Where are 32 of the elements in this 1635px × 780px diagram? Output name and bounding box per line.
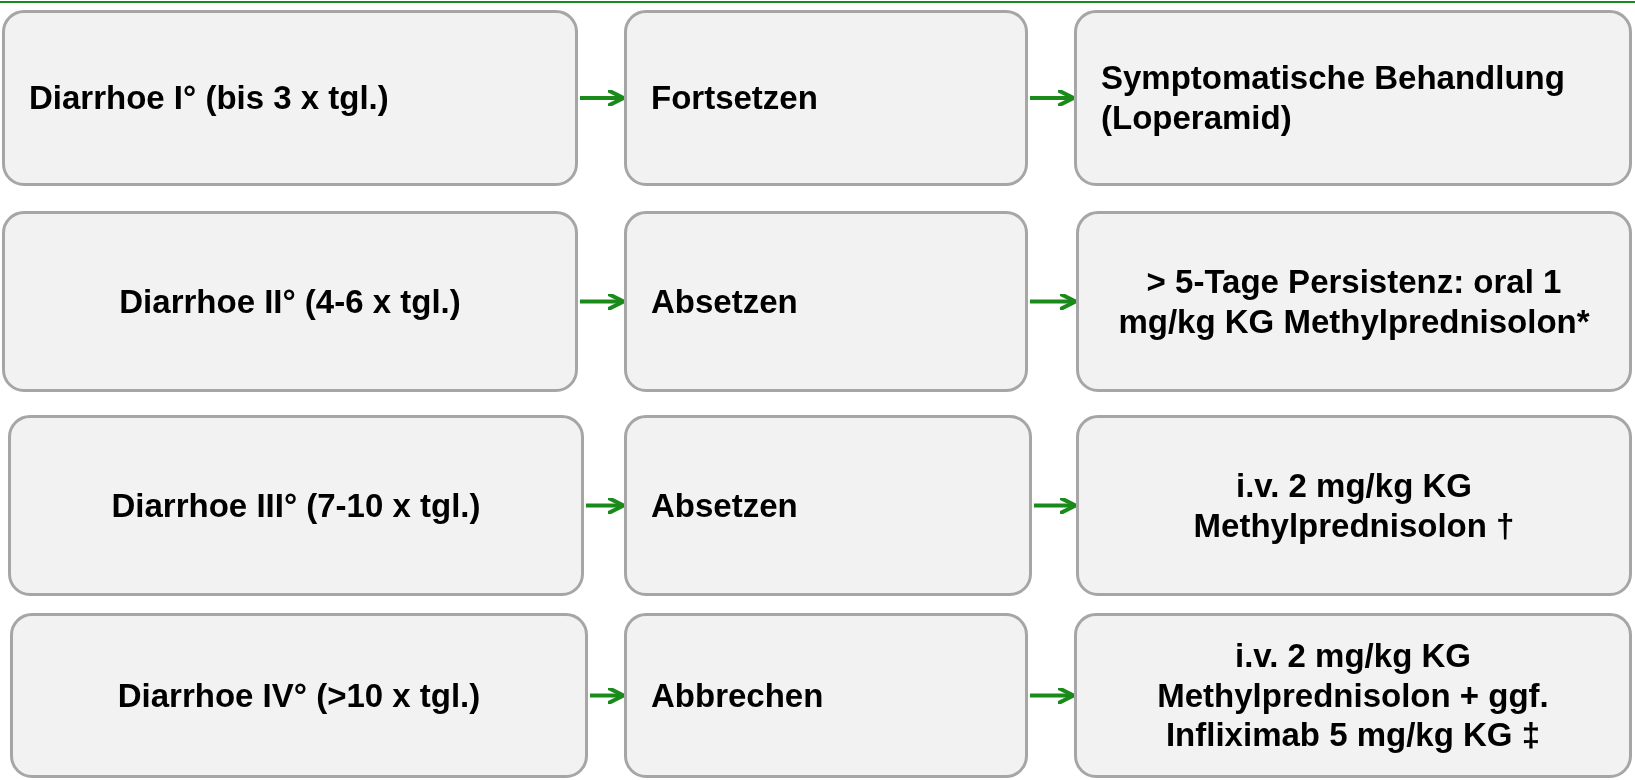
arrow [1030,291,1078,312]
process-box [10,613,588,778]
box-text: Abbrechen [651,675,824,716]
arrow [1030,685,1076,706]
box-text: Diarrhoe II° (4-6 x tgl.) [119,281,461,322]
arrow [586,495,626,516]
box-text: Diarrhoe IV° (>10 x tgl.) [117,675,481,716]
process-box [624,211,1028,392]
arrow [1030,88,1076,108]
process-box [624,415,1032,596]
arrow [580,291,626,312]
box-text: Absetzen [651,281,798,322]
process-box [1076,415,1632,596]
box-text: Absetzen [651,485,798,526]
box-text: i.v. 2 mg/kg KG Methylprednisolon † [1192,465,1516,546]
arrow [580,88,626,108]
box-text: > 5-Tage Persistenz: oral 1 mg/kg KG Methylprednisolon* [1117,261,1591,342]
box-text: Symptomatische Behandlung (Loperamid) [1101,58,1566,138]
box-text: Fortsetzen [651,78,818,118]
arrow [1034,495,1078,516]
process-box [1074,613,1632,778]
process-box [624,613,1028,778]
box-text: Diarrhoe III° (7-10 x tgl.) [111,485,481,526]
process-box [2,211,578,392]
box-text: i.v. 2 mg/kg KG Methylprednisolon + ggf. Infliximab 5 mg/kg KG ‡ [1156,636,1550,755]
box-text: Diarrhoe I° (bis 3 x tgl.) [29,78,389,118]
process-box [1076,211,1632,392]
process-box [2,10,578,186]
process-box [624,10,1028,186]
process-box [8,415,584,596]
arrow [590,685,626,706]
process-box [1074,10,1632,186]
